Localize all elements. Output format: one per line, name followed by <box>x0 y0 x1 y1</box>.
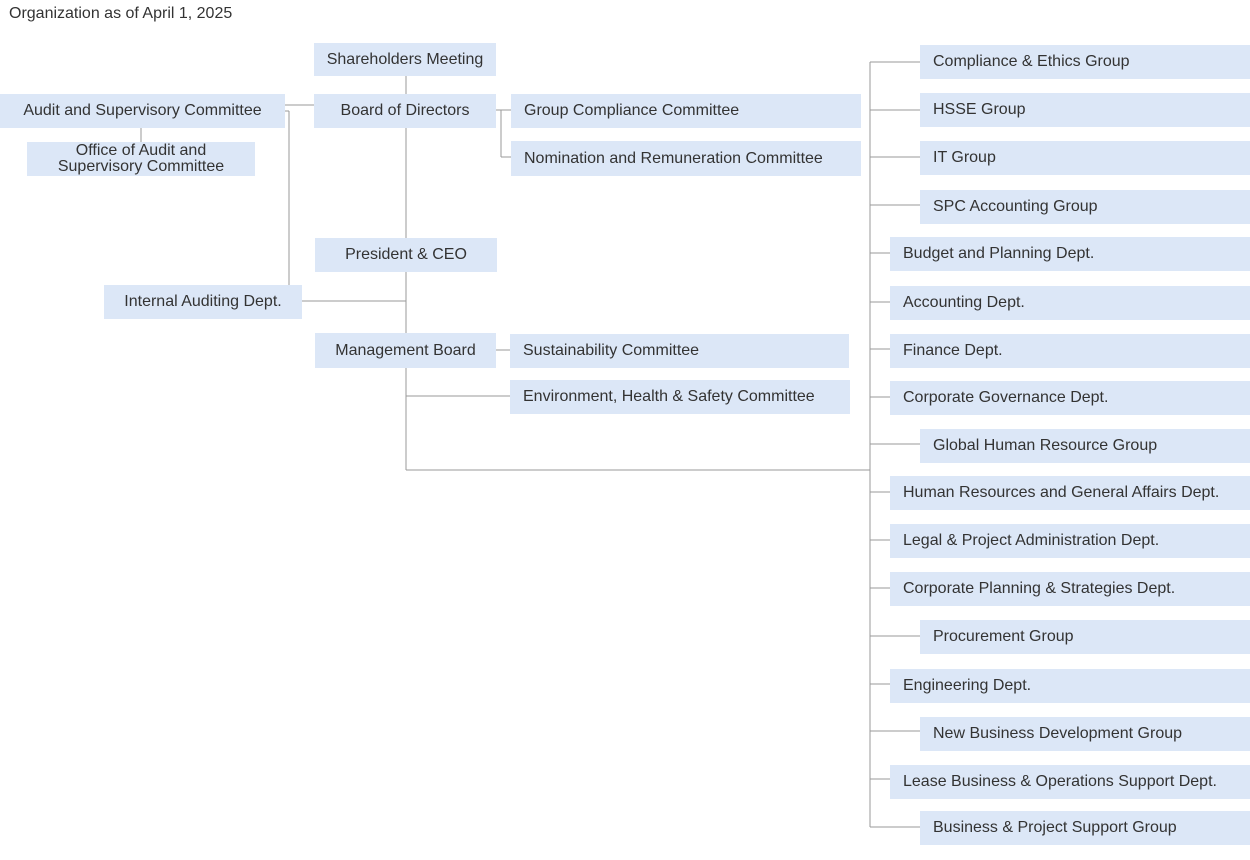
ehs-committee-label: Environment, Health & Safety Committee <box>523 388 815 405</box>
department-box: Finance Dept. <box>890 334 1250 368</box>
department-box: Legal & Project Administration Dept. <box>890 524 1250 558</box>
department-label: Corporate Governance Dept. <box>903 389 1109 406</box>
department-label: Accounting Dept. <box>903 294 1025 311</box>
department-label: Compliance & Ethics Group <box>933 53 1130 70</box>
department-box: Engineering Dept. <box>890 669 1250 703</box>
internal-auditing-dept-label: Internal Auditing Dept. <box>124 293 282 310</box>
shareholders-meeting-box: Shareholders Meeting <box>314 43 496 76</box>
president-ceo-box: President & CEO <box>315 238 497 272</box>
department-box: Procurement Group <box>920 620 1250 654</box>
department-label: Budget and Planning Dept. <box>903 245 1095 262</box>
department-box: Accounting Dept. <box>890 286 1250 320</box>
shareholders-meeting-label: Shareholders Meeting <box>326 50 484 68</box>
department-label: Legal & Project Administration Dept. <box>903 532 1160 549</box>
department-box: IT Group <box>920 141 1250 175</box>
department-label: Human Resources and General Affairs Dept… <box>903 484 1220 501</box>
board-of-directors-box: Board of Directors <box>314 94 496 128</box>
department-label: Engineering Dept. <box>903 677 1032 694</box>
department-label: Lease Business & Operations Support Dept… <box>903 773 1217 790</box>
department-box: Global Human Resource Group <box>920 429 1250 463</box>
department-box: SPC Accounting Group <box>920 190 1250 224</box>
sustainability-committee-box: Sustainability Committee <box>510 334 849 368</box>
group-compliance-committee-label: Group Compliance Committee <box>524 102 740 119</box>
office-audit-box: Office of Audit and Supervisory Committe… <box>27 142 255 176</box>
department-label: HSSE Group <box>933 101 1026 118</box>
office-audit-label-line2: Supervisory Committee <box>57 158 225 175</box>
department-label: Finance Dept. <box>903 342 1003 359</box>
office-audit-label-line1: Office of Audit and <box>75 142 207 159</box>
department-label: Business & Project Support Group <box>933 819 1177 836</box>
department-label: Corporate Planning & Strategies Dept. <box>903 580 1176 597</box>
department-label: New Business Development Group <box>933 725 1183 742</box>
nomination-remuneration-committee-box: Nomination and Remuneration Committee <box>511 141 861 176</box>
management-board-box: Management Board <box>315 333 496 368</box>
department-box: HSSE Group <box>920 93 1250 127</box>
department-box: Corporate Planning & Strategies Dept. <box>890 572 1250 606</box>
internal-auditing-dept-box: Internal Auditing Dept. <box>104 285 302 319</box>
president-ceo-label: President & CEO <box>345 246 467 263</box>
department-box: Compliance & Ethics Group <box>920 45 1250 79</box>
department-label: SPC Accounting Group <box>933 198 1098 215</box>
board-of-directors-label: Board of Directors <box>340 102 470 119</box>
department-box: New Business Development Group <box>920 717 1250 751</box>
audit-supervisory-committee-box: Audit and Supervisory Committee <box>0 94 285 128</box>
ehs-committee-box: Environment, Health & Safety Committee <box>510 380 850 414</box>
chart-title: Organization as of April 1, 2025 <box>9 5 233 22</box>
department-box: Corporate Governance Dept. <box>890 381 1250 415</box>
department-box: Budget and Planning Dept. <box>890 237 1250 271</box>
department-label: Procurement Group <box>933 628 1074 645</box>
audit-supervisory-committee-label: Audit and Supervisory Committee <box>23 102 262 119</box>
nomination-remuneration-committee-label: Nomination and Remuneration Committee <box>524 149 823 167</box>
group-compliance-committee-box: Group Compliance Committee <box>511 94 861 128</box>
department-box: Business & Project Support Group <box>920 811 1250 845</box>
department-label: IT Group <box>933 149 996 166</box>
sustainability-committee-label: Sustainability Committee <box>523 342 700 359</box>
department-box: Lease Business & Operations Support Dept… <box>890 765 1250 799</box>
department-box: Human Resources and General Affairs Dept… <box>890 476 1250 510</box>
department-label: Global Human Resource Group <box>933 437 1158 454</box>
management-board-label: Management Board <box>335 341 476 359</box>
